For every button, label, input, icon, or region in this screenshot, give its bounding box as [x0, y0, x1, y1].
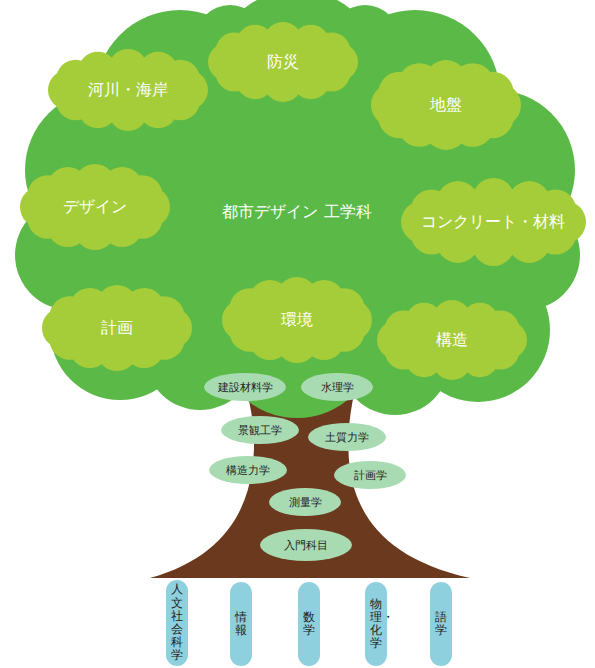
bar-label: 物理・化学 [370, 598, 382, 651]
bar-body [230, 582, 252, 666]
cloud-node: 河川・海岸 [48, 49, 208, 131]
cloud-bump [323, 288, 364, 329]
cloud-label: コンクリート・材料 [421, 212, 565, 233]
oval-body [209, 456, 287, 484]
cloud-node: 地盤 [371, 60, 521, 150]
bar-label: 語学 [435, 611, 447, 637]
oval-node: 測量学 [269, 488, 341, 516]
bar-body [166, 580, 188, 666]
oval-label: 測量学 [289, 495, 322, 510]
bar-body [298, 582, 320, 666]
text-holder: コンクリート・材料 [401, 178, 586, 266]
oval-node: 水理学 [301, 373, 373, 401]
text-holder: 人文社会科学 [166, 580, 188, 666]
bar-label: 人文社会科学 [171, 583, 183, 662]
oval-body [221, 416, 299, 444]
oval-label: 構造力学 [226, 463, 270, 478]
oval-label: 土質力学 [325, 430, 369, 445]
cloud-bump [471, 72, 514, 115]
text-holder: 環境 [222, 277, 372, 363]
text-holder: 土質力学 [308, 423, 386, 451]
text-holder: 測量学 [269, 488, 341, 516]
cloud-label: 計画 [101, 318, 133, 339]
text-holder: 建設材料学 [204, 373, 286, 401]
text-holder: 語学 [430, 582, 452, 666]
bar-body [430, 582, 452, 666]
text-holder: 数学 [298, 582, 320, 666]
oval-label: 景観工学 [238, 423, 282, 438]
bar-label: 数学 [303, 611, 315, 637]
text-holder: 物理・化学 [365, 582, 387, 666]
canopy-label: 都市デザイン 工学科 [222, 202, 372, 222]
cloud-label: 防災 [267, 52, 299, 73]
cloud-bump [312, 32, 350, 70]
oval-body [308, 423, 386, 451]
canopy-node: 都市デザイン 工学科 河川・海岸 防災地盤デザインコンクリート・材料計画 環境構造 [0, 0, 595, 400]
text-holder: 防災 [208, 22, 358, 102]
oval-label: 建設材料学 [218, 380, 273, 395]
cloud-node: コンクリート・材料 [401, 178, 586, 266]
text-holder: 景観工学 [221, 416, 299, 444]
cloud-node: 構造 [377, 300, 527, 380]
bar-label: 情報 [235, 611, 247, 637]
text-holder: 都市デザイン 工学科 [197, 182, 397, 242]
bar-node: 人文社会科学 [166, 580, 188, 666]
cloud-node: デザイン [20, 164, 170, 250]
oval-body [301, 373, 373, 401]
oval-label: 入門科目 [284, 538, 328, 553]
text-holder: デザイン [20, 164, 170, 250]
text-holder: 水理学 [301, 373, 373, 401]
oval-node: 建設材料学 [204, 373, 286, 401]
cloud-bump [143, 296, 184, 337]
oval-label: 水理学 [321, 380, 354, 395]
text-holder: 計画 [42, 285, 192, 371]
cloud-label: 構造 [436, 330, 468, 351]
bar-node: 数学 [298, 582, 320, 666]
cloud-label: デザイン [63, 197, 127, 218]
canopy-body [32, 30, 562, 380]
cloud-node: 環境 [222, 277, 372, 363]
cloud-bump [121, 175, 162, 216]
oval-body [334, 461, 406, 489]
oval-body [269, 488, 341, 516]
cloud-bump [481, 310, 519, 348]
cloud-label: 河川・海岸 [88, 80, 168, 101]
text-holder: 構造力学 [209, 456, 287, 484]
bar-body [365, 582, 387, 666]
oval-node: 構造力学 [209, 456, 287, 484]
text-holder: 河川・海岸 [48, 49, 208, 131]
text-holder: 地盤 [371, 60, 521, 150]
oval-node: 入門科目 [260, 529, 352, 561]
bar-node: 情報 [230, 582, 252, 666]
text-holder: 入門科目 [260, 529, 352, 561]
oval-node: 土質力学 [308, 423, 386, 451]
cloud-node: 計画 [42, 285, 192, 371]
text-holder: 計画学 [334, 461, 406, 489]
cloud-node: 防災 [208, 22, 358, 102]
oval-body [260, 529, 352, 561]
oval-node: 景観工学 [221, 416, 299, 444]
text-holder: 情報 [230, 582, 252, 666]
cloud-label: 地盤 [430, 95, 462, 116]
oval-node: 計画学 [334, 461, 406, 489]
oval-label: 計画学 [354, 468, 387, 483]
text-holder: 構造 [377, 300, 527, 380]
bar-node: 語学 [430, 582, 452, 666]
bar-node: 物理・化学 [365, 582, 387, 666]
oval-body [204, 373, 286, 401]
cloud-label: 環境 [281, 310, 313, 331]
